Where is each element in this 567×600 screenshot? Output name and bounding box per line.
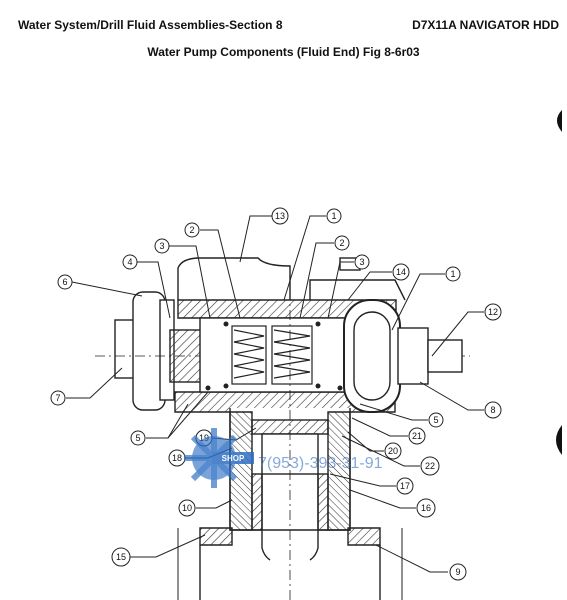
watermark-logo-icon: SHOP	[184, 428, 254, 488]
section-title: Water System/Drill Fluid Assemblies-Sect…	[18, 18, 283, 32]
svg-text:18: 18	[172, 453, 182, 463]
callout-4: 4	[122, 254, 138, 270]
svg-text:3: 3	[159, 241, 164, 251]
svg-text:22: 22	[425, 461, 435, 471]
spring-right	[271, 325, 313, 385]
svg-text:10: 10	[182, 503, 192, 513]
svg-text:15: 15	[116, 552, 126, 562]
callout-2: 2	[334, 235, 350, 251]
svg-text:9: 9	[455, 567, 460, 577]
callout-3: 3	[354, 254, 370, 270]
svg-text:5: 5	[135, 433, 140, 443]
page-edge-mark	[557, 110, 562, 132]
svg-text:5: 5	[433, 415, 438, 425]
svg-text:7: 7	[55, 393, 60, 403]
svg-text:2: 2	[189, 225, 194, 235]
callout-20: 20	[384, 442, 402, 460]
callout-6: 6	[57, 274, 73, 290]
callout-16: 16	[416, 498, 436, 518]
watermark: SHOP 7(953)-393-31-91	[184, 428, 383, 488]
callout-12: 12	[484, 303, 502, 321]
figure-title: Water Pump Components (Fluid End) Fig 8-…	[147, 45, 420, 59]
callout-2: 2	[184, 222, 200, 238]
svg-text:14: 14	[396, 267, 406, 277]
svg-text:16: 16	[421, 503, 431, 513]
svg-text:17: 17	[400, 481, 410, 491]
svg-text:2: 2	[339, 238, 344, 248]
callout-8: 8	[484, 401, 502, 419]
svg-text:3: 3	[359, 257, 364, 267]
svg-text:12: 12	[488, 307, 498, 317]
svg-text:4: 4	[127, 257, 132, 267]
svg-text:20: 20	[388, 446, 398, 456]
callout-3: 3	[154, 238, 170, 254]
svg-text:13: 13	[275, 211, 285, 221]
callout-21: 21	[408, 427, 426, 445]
watermark-phone: 7(953)-393-31-91	[258, 455, 383, 472]
svg-text:1: 1	[450, 269, 455, 279]
callout-7: 7	[50, 390, 66, 406]
callout-22: 22	[420, 456, 440, 476]
callout-10: 10	[178, 499, 196, 517]
callout-17: 17	[396, 477, 414, 495]
svg-text:19: 19	[199, 433, 209, 443]
watermark-tag: SHOP	[222, 454, 245, 463]
callout-9: 9	[449, 563, 467, 581]
svg-text:1: 1	[331, 211, 336, 221]
callout-5: 5	[130, 430, 146, 446]
callout-13: 13	[271, 207, 289, 225]
pump-body	[95, 257, 470, 600]
callout-5: 5	[428, 412, 444, 428]
callout-18: 18	[168, 449, 186, 467]
callout-1: 1	[326, 208, 342, 224]
model-name: D7X11A NAVIGATOR HDD	[412, 18, 559, 32]
svg-text:8: 8	[490, 405, 495, 415]
callout-1: 1	[445, 266, 461, 282]
svg-text:6: 6	[62, 277, 67, 287]
svg-text:21: 21	[412, 431, 422, 441]
spring-left	[231, 325, 267, 385]
callout-14: 14	[392, 263, 410, 281]
page-edge-mark	[556, 425, 562, 455]
callout-15: 15	[111, 547, 131, 567]
